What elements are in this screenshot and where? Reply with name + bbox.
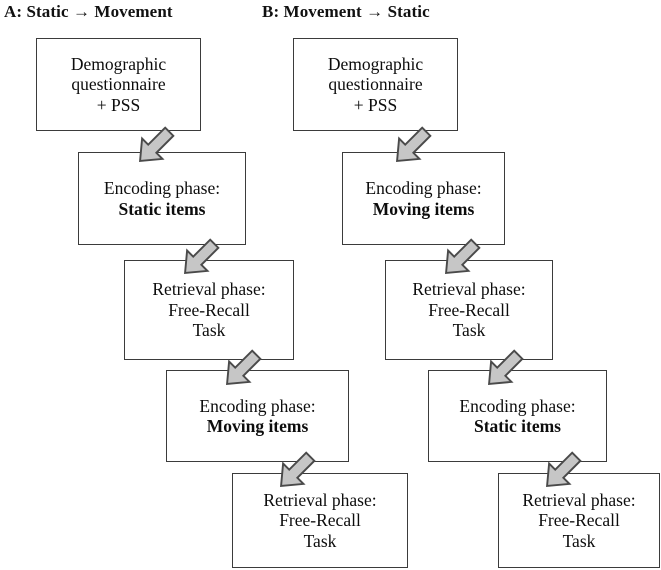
step-box-line: Free-Recall [538, 510, 620, 531]
step-box-a4: Encoding phase:Moving items [166, 370, 349, 462]
step-box-b2: Encoding phase:Moving items [342, 152, 505, 245]
step-box-line: Task [192, 320, 226, 341]
step-box-a2: Encoding phase:Static items [78, 152, 246, 245]
column-header-a: A: Static → Movement [4, 2, 173, 21]
step-box-line: Retrieval phase: [263, 489, 377, 510]
step-box-line: Task [562, 530, 596, 551]
step-box-line: Retrieval phase: [522, 489, 636, 510]
column-header-b: B: Movement → Static [262, 2, 430, 21]
step-box-line: Task [303, 530, 337, 551]
step-box-line: Demographic [327, 53, 424, 74]
step-box-line: questionnaire [328, 74, 423, 95]
step-box-line: + PSS [96, 94, 141, 115]
step-box-line: Task [452, 320, 486, 341]
step-box-line: Moving items [206, 416, 309, 436]
step-box-line: questionnaire [71, 74, 166, 95]
step-box-line: Encoding phase: [199, 395, 316, 416]
step-box-line: Encoding phase: [459, 395, 576, 416]
step-box-line: Encoding phase: [103, 178, 221, 199]
step-box-line: Free-Recall [168, 299, 250, 320]
step-box-b4: Encoding phase:Static items [428, 370, 607, 462]
step-box-line: Retrieval phase: [412, 279, 526, 300]
step-box-line: Static items [474, 416, 561, 436]
step-box-line: Encoding phase: [365, 178, 482, 199]
step-box-line: + PSS [353, 94, 398, 115]
step-box-line: Free-Recall [279, 510, 361, 531]
step-box-line: Demographic [70, 53, 167, 74]
step-box-line: Retrieval phase: [152, 279, 266, 300]
step-box-line: Static items [118, 198, 206, 219]
step-box-line: Free-Recall [428, 299, 510, 320]
step-box-line: Moving items [372, 198, 475, 219]
